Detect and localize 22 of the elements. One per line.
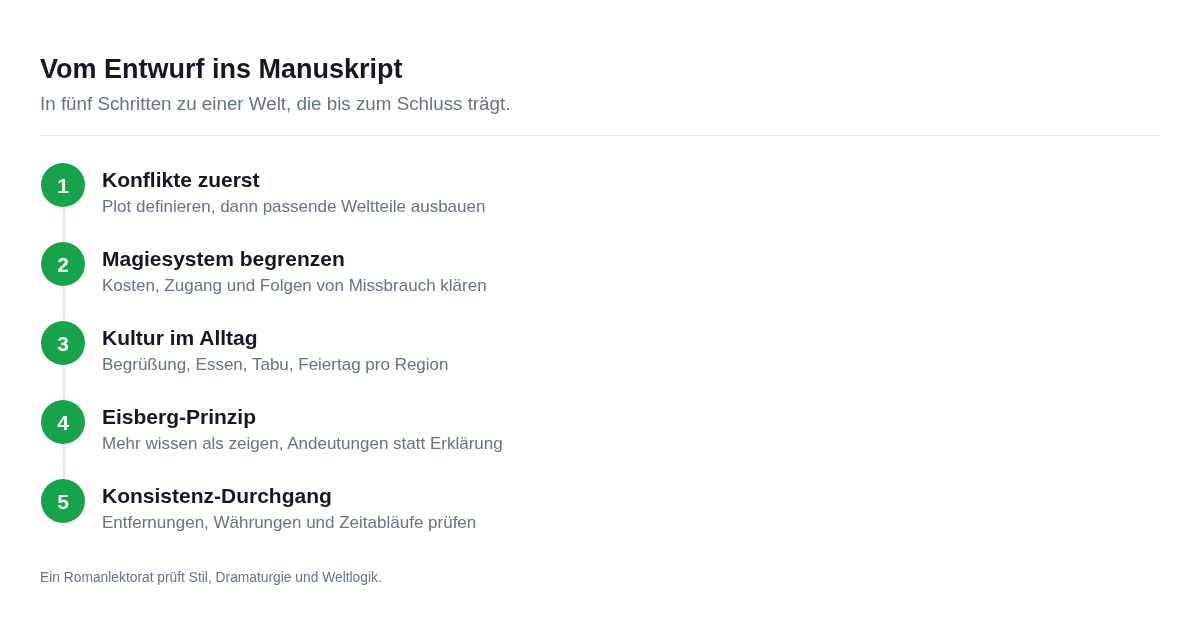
connector-line [63, 364, 65, 401]
step-description: Plot definieren, dann passende Weltteile ausbauen [102, 197, 486, 218]
step-description: Begrüßung, Essen, Tabu, Feiertag pro Region [102, 355, 449, 376]
step-description: Entfernungen, Währungen und Zeitabläufe prüfen [102, 513, 477, 534]
step-number-circle: 3 [41, 321, 85, 365]
step-description: Mehr wissen als zeigen, Andeutungen statt Erklärung [102, 434, 503, 455]
connector-line [63, 206, 65, 243]
connector-line [63, 285, 65, 322]
step-heading: Konsistenz-Durchgang [102, 483, 332, 509]
title: Vom Entwurf ins Manuskript [40, 53, 403, 86]
step-number-circle: 1 [41, 163, 85, 207]
step-heading: Magiesystem begrenzen [102, 246, 345, 272]
step-heading: Konflikte zuerst [102, 167, 260, 193]
step-heading: Eisberg-Prinzip [102, 404, 257, 430]
step-number-circle: 4 [41, 400, 85, 444]
connector-line [63, 443, 65, 480]
step-description: Kosten, Zugang und Folgen von Missbrauch klären [102, 276, 487, 297]
subtitle: In fünf Schritten zu einer Welt, die bis zum Schluss trägt. [40, 93, 511, 116]
step-number-circle: 5 [41, 479, 85, 523]
step-number-circle: 2 [41, 242, 85, 286]
step-heading: Kultur im Alltag [102, 325, 258, 351]
footnote: Ein Romanlektorat prüft Stil, Dramaturgie und Weltlogik. [40, 570, 382, 587]
